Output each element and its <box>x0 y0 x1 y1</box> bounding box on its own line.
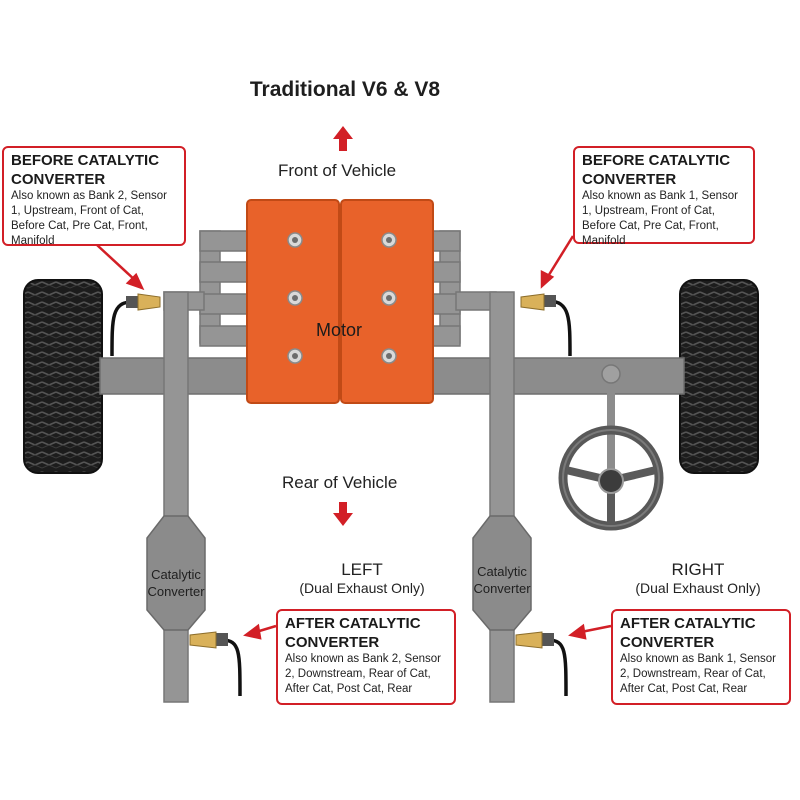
cat-right-line2: Converter <box>473 581 531 596</box>
right-exhaust-pipe-icon <box>489 291 515 703</box>
callout-after-right: AFTER CATALYTIC CONVERTER Also known as … <box>611 609 791 705</box>
arrow-down-icon <box>333 502 353 526</box>
sensor-upstream-right-icon <box>520 293 572 357</box>
callout-before-left: BEFORE CATALYTIC CONVERTER Also known as… <box>2 146 186 247</box>
callout-heading: BEFORE CATALYTIC <box>11 152 160 169</box>
diagram-title: Traditional V6 & V8 <box>249 78 441 101</box>
callout-heading: CONVERTER <box>285 634 380 651</box>
callout-heading: CONVERTER <box>620 634 715 651</box>
cat-left-line1: Catalytic <box>151 567 201 582</box>
left-exhaust-pipe-icon <box>163 291 189 703</box>
sensor-upstream-left-icon <box>110 293 161 357</box>
callout-heading: AFTER CATALYTIC <box>620 615 756 632</box>
callout-description: Also known as Bank 2, Sensor 1, Upstream… <box>11 190 167 247</box>
cat-left-line2: Converter <box>147 584 205 599</box>
pointer-arrow-after-left-icon <box>243 623 277 640</box>
catalytic-converter-left-label: Catalytic Converter <box>140 566 212 600</box>
callout-heading: AFTER CATALYTIC <box>285 615 421 632</box>
sensor-downstream-right-icon <box>515 631 568 697</box>
right-sub-text: (Dual Exhaust Only) <box>635 580 761 596</box>
callout-before-right: BEFORE CATALYTIC CONVERTER Also known as… <box>573 146 755 247</box>
callout-description: Also known as Bank 1, Sensor 2, Downstre… <box>620 653 776 695</box>
pointer-arrow-before-left-icon <box>96 244 145 291</box>
pointer-arrow-after-right-icon <box>568 623 612 640</box>
right-side-label: RIGHT (Dual Exhaust Only) <box>628 560 768 596</box>
callout-heading: CONVERTER <box>582 171 677 188</box>
sensor-downstream-left-icon <box>189 631 242 697</box>
left-manifold-icon <box>163 230 253 347</box>
steering-wheel-icon <box>558 364 664 531</box>
callout-heading: BEFORE CATALYTIC <box>582 152 731 169</box>
catalytic-converter-left-icon <box>146 515 206 631</box>
callout-after-left: AFTER CATALYTIC CONVERTER Also known as … <box>276 609 456 705</box>
right-label-text: RIGHT <box>671 560 725 579</box>
front-of-vehicle-label: Front of Vehicle <box>278 161 397 180</box>
arrow-up-icon <box>333 126 353 151</box>
cat-right-line1: Catalytic <box>477 564 527 579</box>
rear-of-vehicle-label: Rear of Vehicle <box>282 473 398 492</box>
left-side-label: LEFT (Dual Exhaust Only) <box>292 560 432 596</box>
catalytic-converter-right-icon <box>472 515 532 631</box>
wheel-left-icon <box>23 279 103 474</box>
motor-icon <box>246 199 434 404</box>
left-label-text: LEFT <box>341 560 383 579</box>
wheel-right-icon <box>679 279 759 474</box>
callout-description: Also known as Bank 2, Sensor 2, Downstre… <box>285 653 441 695</box>
callout-description: Also known as Bank 1, Sensor 1, Upstream… <box>582 190 738 247</box>
callout-heading: CONVERTER <box>11 171 106 188</box>
catalytic-converter-right-label: Catalytic Converter <box>466 563 538 597</box>
motor-label: Motor <box>316 320 363 340</box>
pointer-arrow-before-right-icon <box>540 235 575 289</box>
left-sub-text: (Dual Exhaust Only) <box>299 580 425 596</box>
